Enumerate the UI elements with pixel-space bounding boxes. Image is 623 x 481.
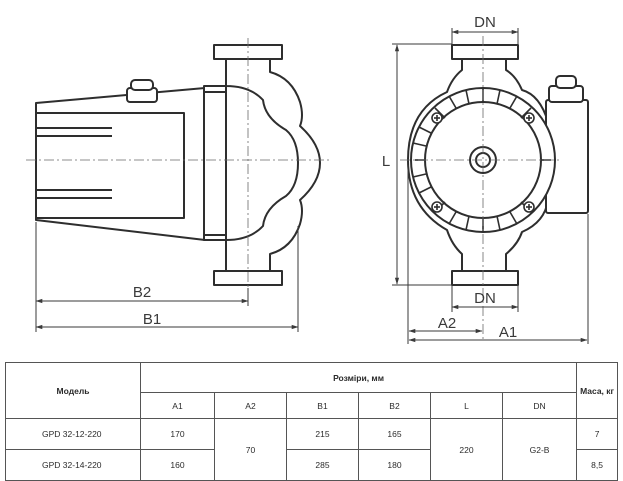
- header-a1: A1: [140, 392, 215, 419]
- cell-mass: 7: [576, 418, 619, 450]
- screw-icon: [431, 112, 443, 124]
- header-b1: B1: [286, 392, 359, 419]
- terminal-gland: [555, 75, 577, 89]
- cell-b1: 285: [286, 449, 359, 481]
- cell-b2: 180: [358, 449, 431, 481]
- screw-icon: [431, 201, 443, 213]
- label-dn-top: DN: [474, 14, 496, 31]
- header-mass: Маса, кг: [576, 362, 619, 419]
- header-l: L: [430, 392, 503, 419]
- header-sizes: Розміри, мм: [139, 362, 578, 393]
- cell-dn: G2-B: [501, 418, 578, 481]
- cell-model: GPD 32-12-220: [5, 418, 141, 450]
- pump-technical-drawing: B2 B1: [26, 14, 589, 344]
- pump-front-view: [407, 44, 589, 286]
- pump-side-view: [35, 44, 321, 286]
- table-row: GPD 32-12-220 170 70 215 165 220 G2-B 7: [5, 418, 619, 481]
- label-b1: B1: [143, 311, 161, 328]
- label-b2: B2: [133, 284, 151, 301]
- header-model: Модель: [5, 362, 141, 419]
- table-row: GPD 32-14-220 160 285 180 8,5: [5, 449, 619, 481]
- cell-b1: 215: [286, 418, 359, 450]
- header-dn: DN: [501, 392, 578, 419]
- dimensions-table: Модель Розміри, мм Маса, кг A1 A2 B1 B2 …: [5, 362, 619, 481]
- cell-model: GPD 32-14-220: [5, 449, 141, 481]
- label-a1: A1: [499, 324, 517, 341]
- cell-mass: 8,5: [576, 449, 619, 481]
- screw-icon: [523, 112, 535, 124]
- label-l: L: [382, 153, 390, 170]
- front-bottom-flange: [451, 270, 519, 286]
- cell-a1: 160: [140, 449, 215, 481]
- header-b2: B2: [358, 392, 431, 419]
- motor-fins-block: [35, 112, 185, 219]
- cell-l: 220: [430, 418, 503, 481]
- cell-a1: 170: [140, 418, 215, 450]
- cell-a2: 70: [214, 418, 287, 481]
- screw-icon: [523, 201, 535, 213]
- front-top-flange: [451, 44, 519, 60]
- header-a2: A2: [214, 392, 287, 419]
- label-a2: A2: [438, 315, 456, 332]
- cable-gland: [130, 79, 154, 91]
- label-dn-bottom: DN: [474, 290, 496, 307]
- cell-b2: 165: [358, 418, 431, 450]
- pump-housing: [225, 57, 321, 273]
- motor-flange: [203, 85, 227, 241]
